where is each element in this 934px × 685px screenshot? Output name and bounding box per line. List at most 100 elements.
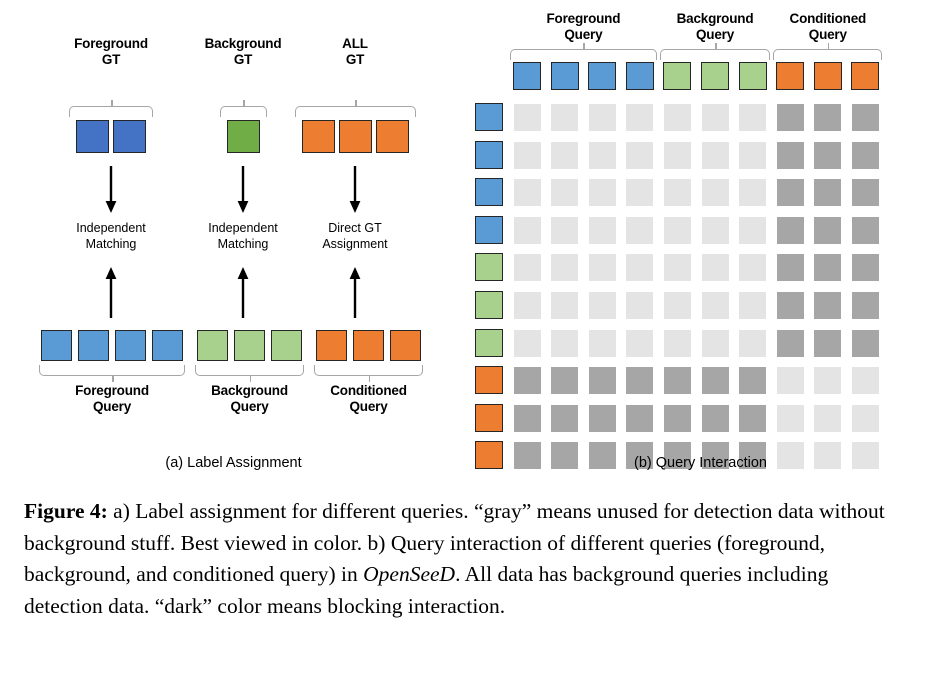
matrix-cell-5-3: [626, 292, 654, 319]
matrix-cell-3-0: [513, 216, 541, 244]
col-group-title-1: Background Query: [676, 11, 754, 42]
matrix-cell-2-3: [626, 179, 654, 207]
matrix-cell-0-3: [626, 104, 654, 131]
matrix-cell-6-2: [588, 329, 616, 357]
row-header-square-1: [475, 140, 503, 169]
matrix-cell-4-4: [663, 254, 691, 282]
row-header-square-3: [475, 215, 503, 244]
brace-nib: [714, 43, 717, 50]
gt-group-title-0: Foreground GT: [74, 36, 148, 67]
query-square-2-1: [353, 330, 384, 361]
matrix-cell-8-8: [814, 404, 842, 432]
matrix-cell-9-7: [776, 442, 804, 470]
matrix-cell-5-8: [814, 292, 842, 319]
panel-a-subcaption: (a) Label Assignment: [165, 455, 302, 471]
matrix-cell-7-3: [626, 367, 654, 395]
matching-text-0: Independent Matching: [76, 221, 146, 251]
row-header-square-2: [475, 178, 503, 207]
matrix-cell-8-7: [776, 404, 804, 432]
query-group-brace-1: [195, 365, 304, 382]
matrix-cell-2-0: [513, 179, 541, 207]
matrix-cell-1-3: [626, 141, 654, 169]
matrix-cell-6-1: [551, 329, 579, 357]
matrix-cell-5-5: [701, 292, 729, 319]
matching-text-1: Independent Matching: [208, 221, 278, 251]
column-header-square-0-3: [625, 62, 654, 90]
matrix-cell-4-0: [513, 254, 541, 282]
up-arrow-0: [103, 266, 119, 318]
brace-nib: [583, 43, 585, 50]
matrix-cell-9-3: [626, 442, 654, 470]
col-group-brace-2: [773, 43, 883, 60]
matrix-cell-1-5: [701, 141, 729, 169]
figure-caption: Figure 4: a) Label assignment for differ…: [24, 496, 912, 622]
matrix-cell-8-2: [588, 404, 616, 432]
up-arrow-1: [235, 266, 251, 318]
matrix-cell-7-7: [776, 367, 804, 395]
gt-square-2-1: [338, 120, 372, 153]
matrix-cell-3-8: [814, 216, 842, 244]
matrix-cell-5-7: [776, 292, 804, 319]
matrix-cell-9-8: [814, 442, 842, 470]
brace-nib: [355, 100, 357, 107]
matrix-cell-0-8: [814, 104, 842, 131]
row-header-square-9: [475, 441, 503, 470]
brace-nib: [112, 375, 114, 382]
column-header-square-0-0: [513, 62, 541, 90]
matrix-cell-1-8: [814, 141, 842, 169]
brace-nib: [827, 43, 830, 50]
down-arrow-2: [347, 166, 363, 214]
matrix-cell-0-9: [851, 104, 879, 131]
matrix-cell-0-7: [776, 104, 804, 131]
down-arrow-0: [103, 166, 119, 214]
query-square-2-0: [316, 330, 347, 361]
column-header-square-1-0: [663, 62, 692, 90]
matrix-cell-8-4: [663, 404, 691, 432]
matrix-cell-2-2: [588, 179, 616, 207]
gt-group-brace-2: [294, 100, 416, 117]
matrix-cell-2-6: [739, 179, 767, 207]
matrix-cell-7-5: [701, 367, 729, 395]
matrix-cell-6-8: [814, 329, 842, 357]
matrix-cell-8-6: [739, 404, 767, 432]
matrix-cell-3-1: [551, 216, 579, 244]
query-group-title-1: Background Query: [211, 383, 288, 414]
caption-text-part1: a) Label assignment for different querie…: [24, 499, 885, 586]
matrix-cell-4-5: [701, 254, 729, 282]
matrix-cell-7-6: [739, 367, 767, 395]
query-square-0-0: [41, 330, 72, 361]
matrix-cell-1-0: [513, 141, 541, 169]
matrix-cell-9-9: [851, 442, 879, 470]
column-header-square-2-2: [851, 62, 880, 90]
figure-label: Figure 4:: [24, 499, 108, 523]
query-group-brace-2: [314, 365, 423, 382]
col-group-brace-0: [510, 43, 657, 60]
matrix-cell-6-6: [739, 329, 767, 357]
matrix-cell-4-6: [739, 254, 767, 282]
matching-text-2: Direct GT Assignment: [322, 221, 388, 251]
gt-square-2-0: [301, 120, 335, 153]
matrix-cell-1-9: [851, 141, 879, 169]
matrix-cell-0-6: [739, 104, 767, 131]
matrix-cell-8-9: [851, 404, 879, 432]
query-square-0-1: [78, 330, 109, 361]
matrix-cell-3-4: [663, 216, 691, 244]
query-square-2-2: [390, 330, 421, 361]
matrix-cell-1-2: [588, 141, 616, 169]
matrix-cell-2-8: [814, 179, 842, 207]
column-header-square-2-1: [813, 62, 842, 90]
gt-square-1-0: [226, 120, 260, 153]
matrix-cell-0-5: [701, 104, 729, 131]
gt-square-2-2: [375, 120, 409, 153]
gt-group-title-1: Background GT: [204, 36, 282, 67]
query-group-brace-0: [39, 365, 185, 382]
row-header-square-7: [475, 366, 503, 395]
column-header-square-1-1: [701, 62, 729, 90]
matrix-cell-7-8: [814, 367, 842, 395]
matrix-cell-5-2: [588, 292, 616, 319]
matrix-cell-9-2: [588, 442, 616, 470]
matrix-cell-7-9: [851, 367, 879, 395]
column-header-square-0-2: [588, 62, 617, 90]
